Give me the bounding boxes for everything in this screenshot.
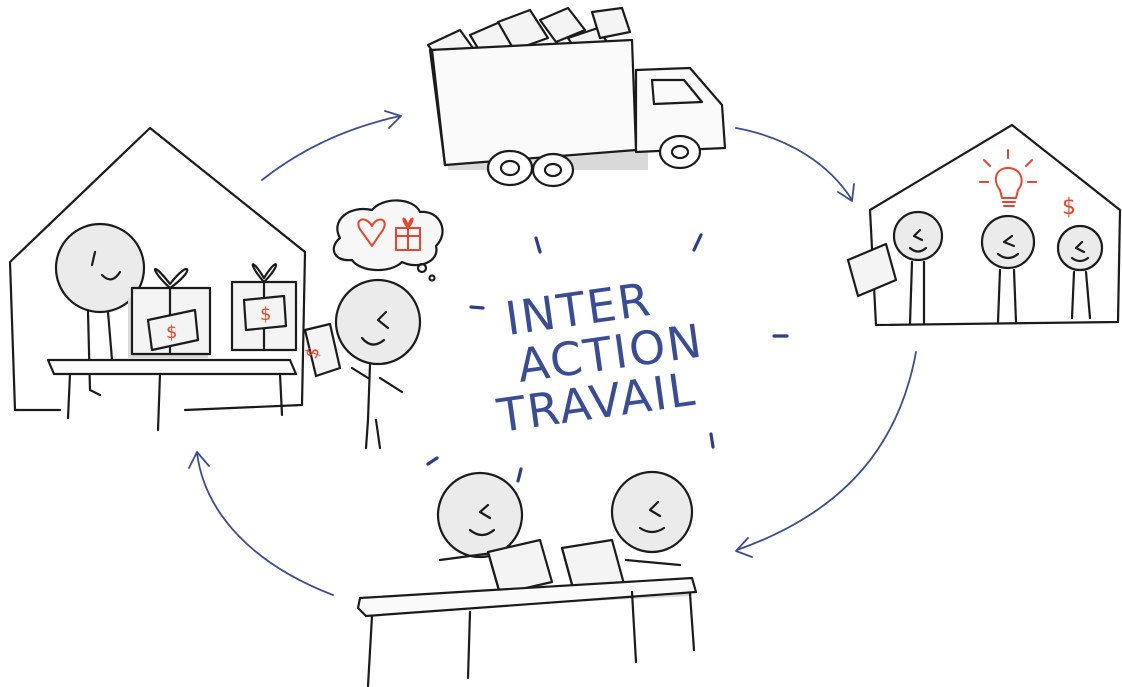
lightbulb-icon [979,149,1037,207]
truck-wheel-middle [531,152,575,188]
heart-icon [357,218,386,247]
dollar-icon: $ [1062,195,1076,220]
workshop-table [356,576,698,618]
price-tag-right-label: $ [260,304,271,325]
customer-head [334,278,422,366]
team-member-1-head [892,210,944,262]
truck-wheel-rear [486,149,534,187]
office-team-scene: $ [846,123,1122,327]
thought-bubble [332,199,444,272]
office-house-outline [868,123,1122,327]
price-tag-right [242,294,288,332]
center-title-burst: INTER ACTION TRAVAIL [426,233,789,483]
arrow-workshop-to-store [196,452,334,596]
gift-icon [395,217,421,251]
store-table [46,358,298,376]
delivery-truck-scene [426,6,727,188]
price-tag-left [146,308,200,352]
price-tag-customer [303,322,342,378]
cycle-arrows [188,110,917,596]
truck-wheel-front [658,134,702,170]
team-member-2-head [980,214,1036,270]
arrow-truck-to-office [735,127,853,201]
worker-1-head [436,471,524,559]
team-member-3-head [1056,224,1104,272]
presentation-board [846,242,898,298]
arrow-office-to-workshop [736,351,917,551]
workshop-packing-scene [356,470,698,687]
seller-head [54,222,146,314]
store-scene: $ $ $ [8,126,444,450]
arrow-store-to-truck [261,115,401,181]
price-tag-left-label: $ [166,322,177,343]
